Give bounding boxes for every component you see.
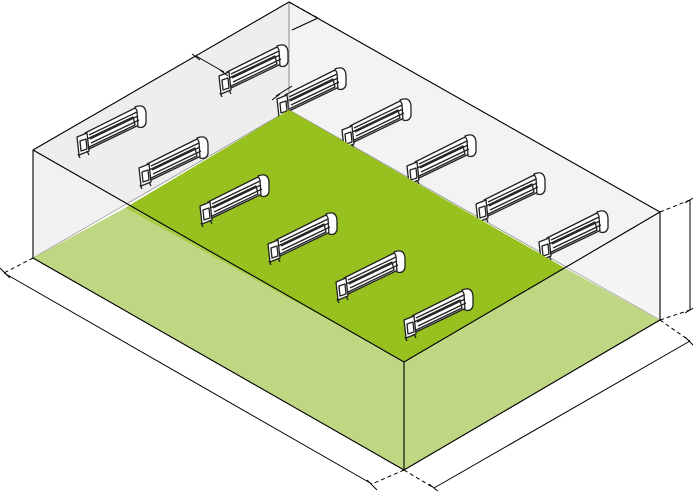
box-front-right (404, 268, 660, 470)
box-front-left (33, 208, 404, 470)
